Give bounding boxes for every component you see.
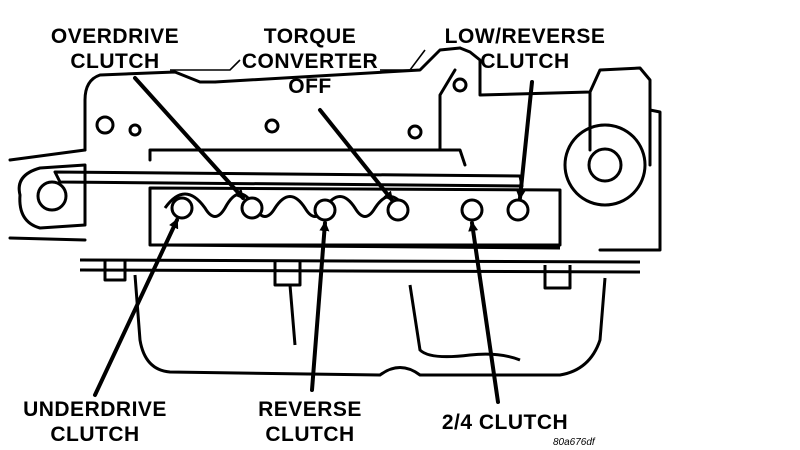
arrow-two-four-clutch bbox=[468, 221, 500, 404]
fluid-passage-holes bbox=[170, 196, 530, 222]
underdrive-port bbox=[170, 196, 194, 220]
low-reverse-port bbox=[506, 198, 530, 222]
arrow-torque-converter-off bbox=[318, 108, 394, 202]
two-four-port bbox=[460, 198, 484, 222]
label-underdrive-clutch: UNDERDRIVE CLUTCH bbox=[23, 398, 167, 446]
figure-code: 80a676df bbox=[553, 437, 595, 448]
label-low-reverse-clutch: LOW/REVERSE CLUTCH bbox=[444, 25, 606, 73]
oil-pan bbox=[79, 258, 641, 377]
transmission-case-outline bbox=[8, 46, 662, 252]
torque-converter-port bbox=[386, 198, 410, 222]
leader-lines bbox=[170, 49, 426, 71]
label-overdrive-clutch: OVERDRIVE CLUTCH bbox=[50, 25, 180, 73]
valve-body-plate bbox=[53, 170, 562, 250]
label-two-four-clutch: 2/4 CLUTCH bbox=[441, 411, 569, 434]
arrow-low-reverse-clutch bbox=[515, 80, 534, 200]
arrow-reverse-clutch bbox=[310, 221, 330, 392]
arrow-overdrive-clutch bbox=[133, 76, 245, 200]
arrow-underdrive-clutch bbox=[93, 218, 179, 397]
reverse-port bbox=[313, 198, 337, 222]
overdrive-port bbox=[240, 196, 264, 220]
label-reverse-clutch: REVERSE CLUTCH bbox=[258, 398, 362, 446]
label-torque-converter-off: TORQUE CONVERTER OFF bbox=[241, 25, 379, 98]
callout-arrows bbox=[93, 76, 534, 404]
